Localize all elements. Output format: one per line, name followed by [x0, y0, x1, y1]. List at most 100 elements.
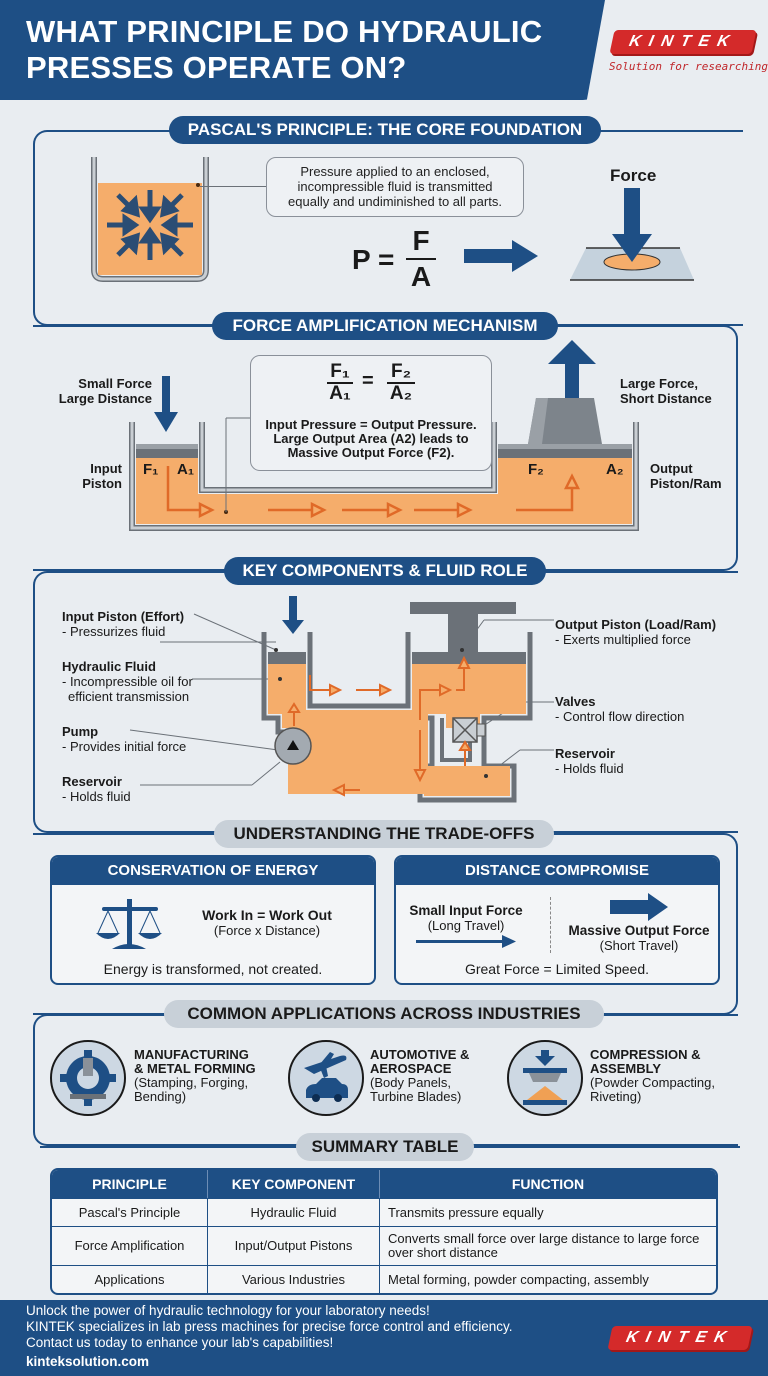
- app-title: COMPRESSION &: [590, 1047, 701, 1062]
- f2-label: F₂: [528, 461, 544, 478]
- distance-card: DISTANCE COMPROMISE Small Input Force (L…: [394, 855, 720, 985]
- fraction-bar: [327, 382, 353, 384]
- section-heading-summary: SUMMARY TABLE: [296, 1133, 474, 1161]
- desc-line: incompressible fluid is transmitted: [297, 179, 493, 194]
- table-row: Applications Various Industries Metal fo…: [52, 1265, 716, 1293]
- kintek-logo[interactable]: KINTEK: [609, 30, 757, 54]
- footer-line: KINTEK specializes in lab press machines…: [26, 1319, 513, 1334]
- summary-table: PRINCIPLE KEY COMPONENT FUNCTION Pascal'…: [50, 1168, 718, 1295]
- a2-label: A₂: [606, 461, 624, 478]
- label-line: Short Distance: [620, 391, 712, 406]
- hydraulic-circuit-diagram: [129, 596, 554, 803]
- app-title: MANUFACTURING: [134, 1047, 249, 1062]
- component-title: Hydraulic Fluid: [62, 659, 156, 674]
- table-row: Force Amplification Input/Output Pistons…: [52, 1226, 716, 1265]
- label-line: Output: [650, 461, 693, 476]
- output-piston-label: Output Piston/Ram: [650, 461, 722, 491]
- component-valves: Valves - Control flow direction: [555, 694, 684, 724]
- app-manufacturing: MANUFACTURING & METAL FORMING (Stamping,…: [134, 1048, 256, 1104]
- footer-kintek-logo[interactable]: KINTEK: [607, 1326, 753, 1350]
- force-label: Force: [610, 166, 657, 185]
- app-desc: (Powder Compacting,: [590, 1075, 715, 1090]
- component-desc: efficient transmission: [68, 689, 190, 704]
- title-line-1: WHAT PRINCIPLE DO HYDRAULIC: [26, 14, 543, 49]
- component-title: Pump: [62, 724, 99, 739]
- app-title: & METAL FORMING: [134, 1061, 256, 1076]
- section-heading-amplification: FORCE AMPLIFICATION MECHANISM: [212, 312, 558, 340]
- label-line: Large Distance: [58, 391, 152, 406]
- note-line: Large Output Area (A2) leads to: [273, 431, 469, 446]
- formula-lhs: P =: [352, 244, 395, 275]
- app-desc: Bending): [134, 1089, 187, 1104]
- col-principle: PRINCIPLE: [52, 1170, 208, 1198]
- output-line-1: Massive Output Force: [568, 923, 710, 938]
- desc-line: equally and undiminished to all parts.: [288, 194, 502, 209]
- label-line: Small Force: [78, 376, 152, 391]
- app-title: AUTOMOTIVE &: [370, 1047, 470, 1062]
- table-row: Pascal's Principle Hydraulic Fluid Trans…: [52, 1198, 716, 1226]
- footer-line: Unlock the power of hydraulic technology…: [26, 1303, 430, 1318]
- header-banner: [0, 0, 605, 100]
- component-title: Valves: [555, 694, 596, 709]
- component-title: Reservoir: [555, 746, 615, 761]
- section-heading-tradeoffs: UNDERSTANDING THE TRADE-OFFS: [214, 820, 554, 848]
- component-title: Input Piston (Effort): [62, 609, 185, 624]
- eq-numerator: F₂: [390, 361, 412, 382]
- output-line-2: (Short Travel): [599, 938, 679, 953]
- leader-line: [200, 186, 266, 187]
- component-desc: - Pressurizes fluid: [62, 624, 166, 639]
- app-title: ASSEMBLY: [590, 1061, 662, 1076]
- col-function: FUNCTION: [380, 1170, 716, 1198]
- long-arrow-icon: [416, 935, 516, 948]
- cell: Applications: [52, 1265, 208, 1293]
- work-line-2: (Force x Distance): [213, 923, 321, 938]
- app-desc: Riveting): [590, 1089, 642, 1104]
- distance-footer: Great Force = Limited Speed.: [464, 961, 650, 977]
- website-link[interactable]: kinteksolution.com: [26, 1354, 150, 1369]
- amplification-note: F₁ A₁ = F₂ A₂ Input Pressure = Output Pr…: [250, 355, 492, 471]
- small-force-label: Small Force Large Distance: [50, 376, 152, 406]
- gear-press-icon: [50, 1040, 126, 1116]
- app-title: AEROSPACE: [370, 1061, 452, 1076]
- balance-scale-icon: [96, 899, 162, 949]
- cell: Pascal's Principle: [52, 1198, 208, 1226]
- title-line-2: PRESSES OPERATE ON?: [26, 50, 407, 85]
- force-on-surface-icon: [570, 188, 694, 281]
- formula-denominator: A: [410, 261, 432, 292]
- app-compression: COMPRESSION & ASSEMBLY (Powder Compactin…: [590, 1048, 715, 1104]
- fraction-bar: [406, 258, 436, 260]
- f1-label: F₁: [143, 461, 159, 478]
- eq-numerator: F₁: [330, 361, 350, 382]
- a1-label: A₁: [177, 461, 195, 478]
- cell: Transmits pressure equally: [380, 1198, 716, 1226]
- energy-footer: Energy is transformed, not created.: [103, 961, 323, 977]
- input-line-1: Small Input Force: [409, 903, 523, 918]
- component-reservoir-right: Reservoir - Holds fluid: [555, 746, 624, 776]
- component-desc: - Control flow direction: [555, 709, 685, 724]
- distance-card-title: DISTANCE COMPROMISE: [396, 857, 718, 885]
- eq-denominator: A₁: [329, 383, 351, 404]
- app-desc: Turbine Blades): [370, 1089, 462, 1104]
- component-desc: - Incompressible oil for: [62, 674, 193, 689]
- logo-tagline: Solution for researching: [609, 60, 768, 73]
- app-desc: (Stamping, Forging,: [134, 1075, 249, 1090]
- component-desc: - Provides initial force: [62, 739, 187, 754]
- note-line: Input Pressure = Output Pressure.: [265, 417, 477, 432]
- pascal-description: Pressure applied to an enclosed, incompr…: [266, 157, 524, 217]
- output-force-text: Massive Output Force (Short Travel): [556, 923, 718, 953]
- desc-line: Pressure applied to an enclosed,: [300, 164, 490, 179]
- eq-fraction-2: F₂ A₂: [387, 362, 415, 404]
- energy-card: CONSERVATION OF ENERGY Work In = Work Ou…: [50, 855, 376, 985]
- cell: Metal forming, powder compacting, assemb…: [380, 1265, 716, 1293]
- right-arrow-icon: [464, 240, 538, 272]
- col-key-component: KEY COMPONENT: [208, 1170, 380, 1198]
- input-line-2: (Long Travel): [427, 918, 505, 933]
- cell: Input/Output Pistons: [208, 1226, 380, 1265]
- component-desc: - Holds fluid: [62, 789, 131, 804]
- app-desc: (Body Panels,: [370, 1075, 451, 1090]
- cell: Hydraulic Fluid: [208, 1198, 380, 1226]
- eq-denominator: A₂: [389, 383, 413, 404]
- divider: [550, 897, 551, 953]
- input-force-text: Small Input Force (Long Travel): [406, 903, 526, 933]
- component-title: Output Piston (Load/Ram): [555, 617, 717, 632]
